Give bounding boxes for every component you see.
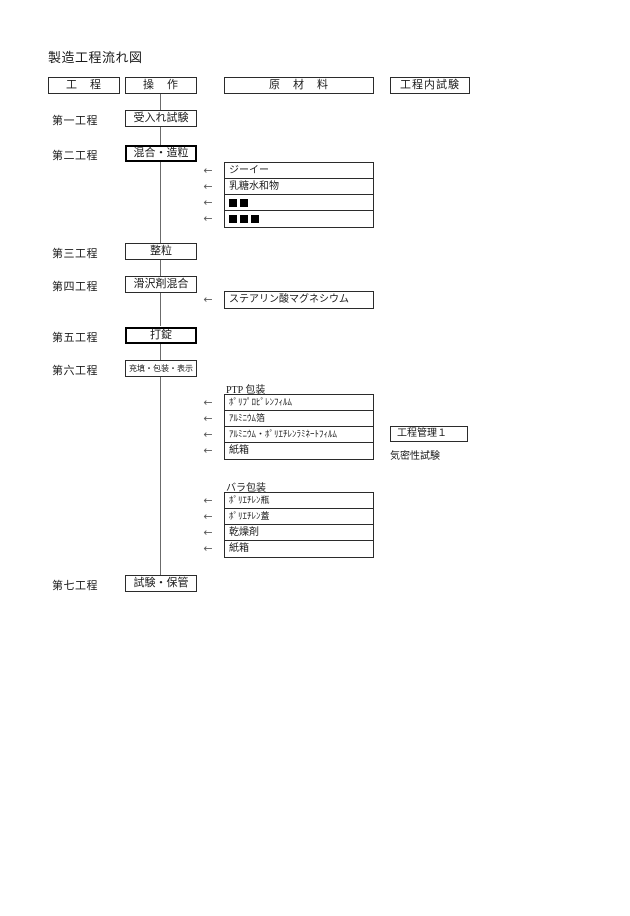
- material-row: ステアリン酸マグネシウム: [225, 292, 373, 308]
- material-arrow-icon: ←: [203, 428, 213, 441]
- column-header-in-process-test: 工程内試験: [390, 77, 470, 94]
- material-row: ジーイー: [225, 163, 373, 179]
- material-arrow-icon: ←: [203, 212, 213, 225]
- material-name: 紙箱: [229, 543, 249, 554]
- material-row: 乳糖水和物: [225, 179, 373, 195]
- material-row: 紙箱: [225, 443, 373, 459]
- material-row: 乾燥剤: [225, 525, 373, 541]
- material-arrow-icon: ←: [203, 180, 213, 193]
- redacted-material: [229, 198, 248, 207]
- material-name: 乾燥剤: [229, 526, 259, 538]
- material-row: ｱﾙﾐﾆｳﾑ箔: [225, 411, 373, 427]
- material-table-group-2: ステアリン酸マグネシウム: [224, 291, 374, 309]
- column-header-operation: 操 作: [125, 77, 197, 94]
- material-arrow-icon: ←: [203, 196, 213, 209]
- operation-box-1[interactable]: 受入れ試験: [125, 110, 197, 127]
- column-header-process: 工 程: [48, 77, 120, 94]
- stage-label-1: 第一工程: [52, 115, 98, 127]
- operation-box-6[interactable]: 充填・包装・表示: [125, 360, 197, 377]
- operation-box-3[interactable]: 整粒: [125, 243, 197, 260]
- redacted-material: [229, 215, 259, 223]
- material-arrow-icon: ←: [203, 494, 213, 507]
- material-row: 紙箱: [225, 541, 373, 557]
- material-row: [225, 195, 373, 211]
- material-name: 紙箱: [229, 445, 249, 456]
- material-group-caption-ptp: PTP 包装: [226, 385, 266, 396]
- material-name: ｱﾙﾐﾆｳﾑ・ﾎﾟﾘｴﾁﾚﾝﾗﾐﾈｰﾄﾌｨﾙﾑ: [229, 429, 338, 439]
- stage-label-6: 第六工程: [52, 365, 98, 377]
- stage-label-4: 第四工程: [52, 281, 98, 293]
- stage-label-2: 第二工程: [52, 150, 98, 162]
- operation-box-5[interactable]: 打錠: [125, 327, 197, 344]
- connector-stage6-to-stage7: [160, 377, 161, 575]
- material-row: ﾎﾟﾘﾌﾟﾛﾋﾟﾚﾝﾌｨﾙﾑ: [225, 395, 373, 411]
- in-process-control-box[interactable]: 工程管理１: [390, 426, 468, 442]
- material-name: 乳糖水和物: [229, 180, 279, 192]
- material-arrow-icon: ←: [203, 444, 213, 457]
- material-name: ﾎﾟﾘﾌﾟﾛﾋﾟﾚﾝﾌｨﾙﾑ: [229, 397, 293, 407]
- material-arrow-icon: ←: [203, 510, 213, 523]
- material-arrow-icon: ←: [203, 396, 213, 409]
- in-process-test-label: 気密性試験: [390, 451, 440, 462]
- material-table-group-bulk: ﾎﾟﾘｴﾁﾚﾝ瓶 ﾎﾟﾘｴﾁﾚﾝ蓋 乾燥剤 紙箱: [224, 492, 374, 558]
- material-name: ﾎﾟﾘｴﾁﾚﾝ瓶: [229, 495, 270, 505]
- material-table-group-ptp: ﾎﾟﾘﾌﾟﾛﾋﾟﾚﾝﾌｨﾙﾑ ｱﾙﾐﾆｳﾑ箔 ｱﾙﾐﾆｳﾑ・ﾎﾟﾘｴﾁﾚﾝﾗﾐﾈ…: [224, 394, 374, 460]
- material-name: ステアリン酸マグネシウム: [229, 294, 349, 305]
- material-group-caption-bulk: バラ包装: [226, 483, 266, 494]
- page-title: 製造工程流れ図: [48, 50, 143, 65]
- material-name: ジーイー: [229, 164, 269, 176]
- material-row: ｱﾙﾐﾆｳﾑ・ﾎﾟﾘｴﾁﾚﾝﾗﾐﾈｰﾄﾌｨﾙﾑ: [225, 427, 373, 443]
- operation-box-2[interactable]: 混合・造粒: [125, 145, 197, 162]
- stage-label-3: 第三工程: [52, 248, 98, 260]
- material-row: ﾎﾟﾘｴﾁﾚﾝ瓶: [225, 493, 373, 509]
- material-arrow-icon: ←: [203, 412, 213, 425]
- material-arrow-icon: ←: [203, 293, 213, 306]
- material-name: ｱﾙﾐﾆｳﾑ箔: [229, 413, 266, 423]
- material-row: [225, 211, 373, 227]
- material-table-group-1: ジーイー 乳糖水和物: [224, 162, 374, 228]
- connector-stage4-to-stage5: [160, 293, 161, 326]
- connector-stage1-to-stage2: [160, 127, 161, 145]
- connector-header-to-stage1: [160, 94, 161, 110]
- connector-stage5-to-stage6: [160, 344, 161, 360]
- material-arrow-icon: ←: [203, 542, 213, 555]
- material-row: ﾎﾟﾘｴﾁﾚﾝ蓋: [225, 509, 373, 525]
- column-header-material: 原 材 料: [224, 77, 374, 94]
- connector-stage2-to-stage3: [160, 162, 161, 243]
- operation-box-7[interactable]: 試験・保管: [125, 575, 197, 592]
- operation-box-4[interactable]: 滑沢剤混合: [125, 276, 197, 293]
- connector-stage3-to-stage4: [160, 260, 161, 276]
- stage-label-5: 第五工程: [52, 332, 98, 344]
- stage-label-7: 第七工程: [52, 580, 98, 592]
- material-name: ﾎﾟﾘｴﾁﾚﾝ蓋: [229, 511, 270, 521]
- material-arrow-icon: ←: [203, 164, 213, 177]
- material-arrow-icon: ←: [203, 526, 213, 539]
